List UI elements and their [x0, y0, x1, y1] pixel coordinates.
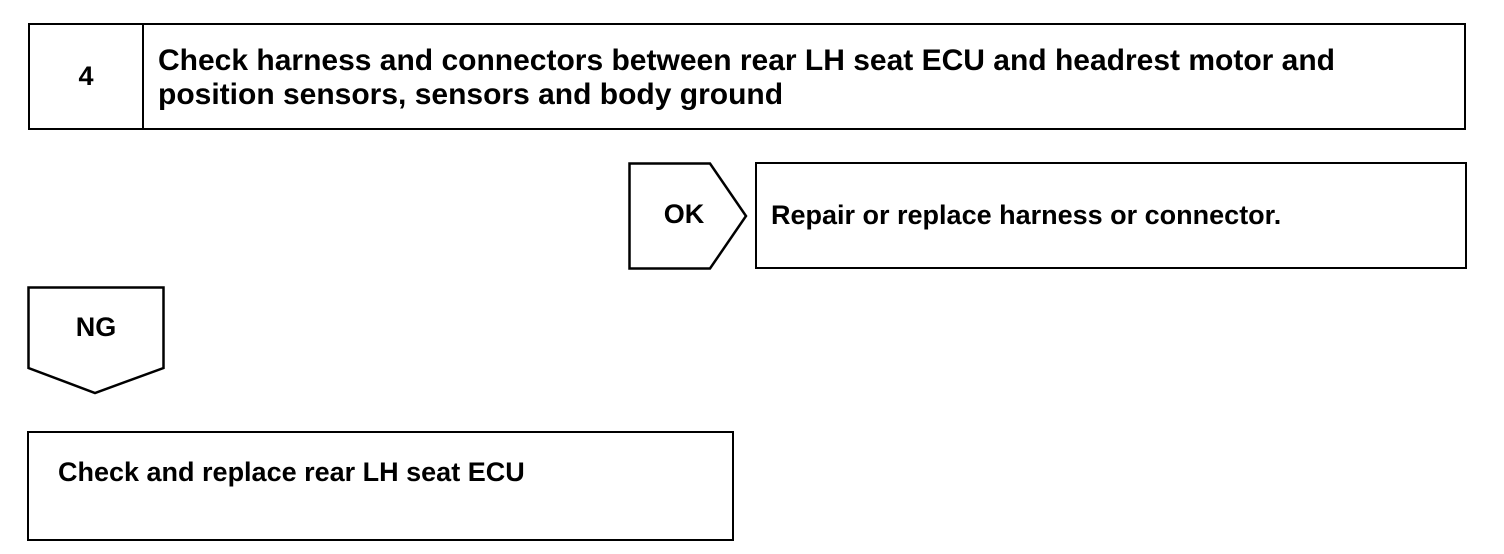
ng-arrow-shape — [27, 286, 165, 395]
ok-result-box: Repair or replace harness or connector. — [755, 162, 1467, 269]
ok-result-text: Repair or replace harness or connector. — [771, 200, 1282, 230]
step-number: 4 — [30, 25, 144, 128]
step-title: Check harness and connectors between rea… — [158, 44, 1336, 111]
ng-result-box: Check and replace rear LH seat ECU — [27, 431, 734, 541]
ng-label: NG — [75, 312, 117, 342]
ng-result-text: Check and replace rear LH seat ECU — [58, 457, 525, 487]
ok-arrow-shape — [628, 162, 748, 270]
step-header: 4 Check harness and connectors between r… — [28, 23, 1466, 130]
ok-label: OK — [663, 199, 705, 229]
